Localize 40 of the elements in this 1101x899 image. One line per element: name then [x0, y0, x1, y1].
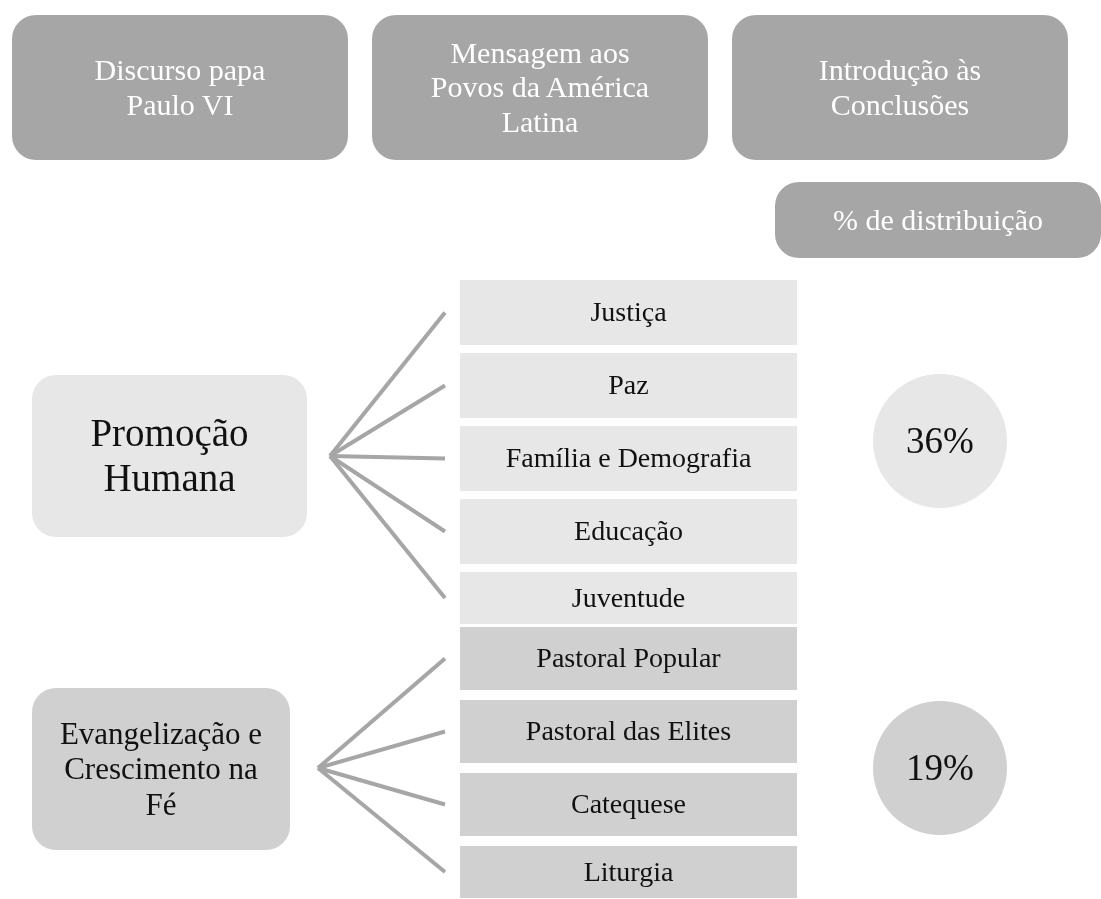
node-label: Educação	[574, 515, 683, 548]
topic-box	[460, 499, 797, 564]
connector-line	[328, 454, 447, 534]
node-label: Pastoral das Elites	[525, 715, 732, 748]
theme-box	[32, 688, 290, 850]
connector-line	[328, 454, 447, 600]
node-label: 19%	[906, 746, 974, 790]
connector-line	[316, 657, 447, 770]
node-label: Paz	[608, 369, 649, 402]
node-label: Juventude	[571, 581, 686, 615]
connector-line	[316, 766, 447, 874]
node-label: Pastoral Popular	[536, 642, 721, 675]
topic-box	[460, 773, 797, 836]
topic-box	[460, 426, 797, 491]
topic-box	[460, 280, 797, 345]
node-label: Liturgia	[583, 855, 674, 889]
node-label: Mensagem aos Povos da América Latina	[429, 35, 651, 140]
node-label: Família e Demografia	[505, 442, 752, 475]
node-label: 36%	[906, 419, 974, 463]
node-label: Introdução às Conclusões	[817, 53, 983, 122]
header-box	[775, 182, 1101, 258]
header-box	[372, 15, 708, 160]
node-label: Catequese	[570, 788, 687, 821]
connector-line	[328, 311, 447, 458]
topic-box	[460, 846, 797, 898]
header-box	[12, 15, 348, 160]
header-box	[732, 15, 1068, 160]
node-label: Discurso papa Paulo VI	[93, 53, 267, 122]
node-label: Evangelização e Crescimento na Fé	[58, 715, 264, 823]
connector-line	[317, 729, 446, 770]
node-label: Justiça	[590, 296, 667, 329]
theme-box	[32, 375, 307, 537]
topic-box	[460, 627, 797, 690]
topic-box	[460, 353, 797, 418]
topic-box	[460, 700, 797, 763]
node-label: Promoção Humana	[89, 411, 250, 501]
connector-line	[317, 766, 446, 807]
connector-line	[328, 383, 447, 458]
node-label: % de distribuição	[833, 202, 1043, 238]
topic-box	[460, 572, 797, 624]
